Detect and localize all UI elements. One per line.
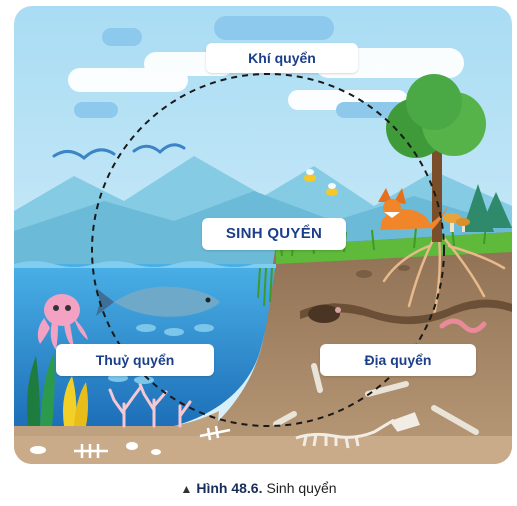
caption-marker: ▲	[180, 482, 193, 496]
mushroom-icon	[443, 213, 470, 232]
bee-icon	[304, 169, 338, 196]
label-hydrosphere: Thuỷ quyển	[56, 344, 214, 376]
seaweed-icon	[27, 352, 88, 426]
bird-icon	[52, 143, 186, 160]
tree-icon	[386, 74, 486, 242]
fish-skeleton-icon	[74, 425, 231, 458]
label-atmosphere: Khí quyển	[206, 43, 358, 73]
caption-figure-number: Hình 48.6.	[196, 480, 263, 496]
worm-icon	[439, 318, 487, 333]
coral-icon	[108, 382, 192, 428]
figure-caption: ▲Hình 48.6.Sinh quyển	[0, 480, 517, 496]
small-fish	[108, 324, 214, 384]
biosphere-diagram: Khí quyển SINH QUYỂN Thuỷ quyển Địa quyể…	[14, 6, 512, 464]
tree-roots	[382, 236, 506, 318]
caption-text: Sinh quyển	[266, 480, 337, 496]
octopus-icon	[37, 294, 88, 350]
label-lithosphere: Địa quyển	[320, 344, 476, 376]
biosphere-boundary	[91, 73, 445, 427]
dinosaur-fossil-icon	[295, 412, 421, 449]
mole-tunnel	[300, 299, 512, 325]
pine-tree-icon	[462, 184, 512, 232]
label-biosphere: SINH QUYỂN	[202, 218, 346, 250]
bone-icon	[273, 363, 479, 435]
fish-icon	[96, 286, 220, 317]
mole-icon	[308, 305, 341, 323]
